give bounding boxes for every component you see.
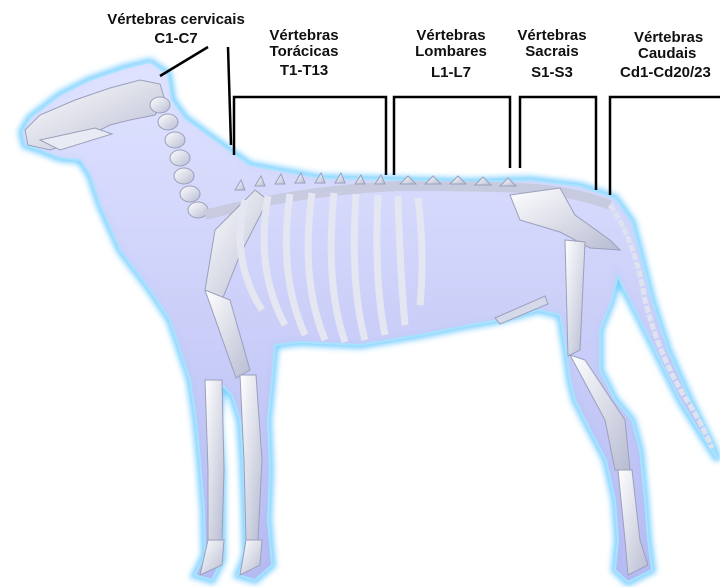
caudal-label: Vértebras Caudais Cd1-Cd20/23 [612,30,720,81]
dog-silhouette [22,62,718,582]
cervical-range: C1-C7 [96,31,256,47]
lumbar-range: L1-L7 [396,65,506,81]
thoracic-name-1: Vértebras [244,28,364,44]
caudal-name-1: Vértebras [612,30,720,46]
lumbar-name-1: Vértebras [396,28,506,44]
sacral-label: Vértebras Sacrais S1-S3 [507,28,597,81]
sacral-name-2: Sacrais [507,44,597,60]
cervical-name: Vértebras cervicais [96,12,256,28]
thoracic-name-2: Torácicas [244,44,364,60]
cervical-label: Vértebras cervicais C1-C7 [96,12,256,47]
sacral-name-1: Vértebras [507,28,597,44]
lumbar-label: Vértebras Lombares L1-L7 [396,28,506,81]
sacral-bracket [520,97,596,190]
lumbar-bracket [394,97,510,175]
caudal-name-2: Caudais [612,46,720,62]
lumbar-name-2: Lombares [396,44,506,60]
sacral-range: S1-S3 [507,65,597,81]
cervical-pointer [160,47,208,76]
caudal-range: Cd1-Cd20/23 [612,65,720,81]
thoracic-range: T1-T13 [244,63,364,79]
thoracic-label: Vértebras Torácicas T1-T13 [244,28,364,79]
caudal-bracket [610,97,720,195]
